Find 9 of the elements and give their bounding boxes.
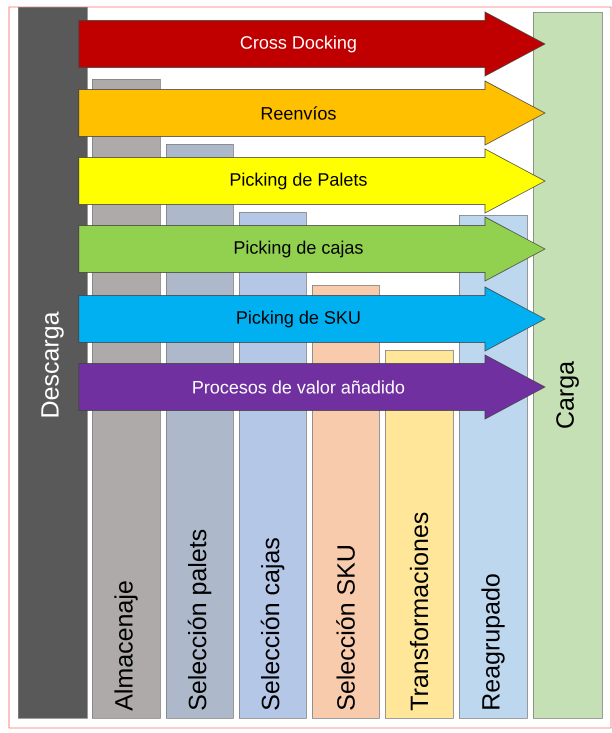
column-box: Carga: [533, 12, 603, 719]
block-arrow: [78, 11, 546, 77]
block-arrow: [78, 80, 546, 146]
block-arrow: [78, 148, 546, 214]
edge-label: Cross Docking: [238, 34, 358, 54]
column-box: Descarga: [18, 7, 88, 719]
block-arrow: [78, 286, 546, 352]
block-arrow: [78, 216, 546, 282]
edge-label: Reenvíos: [259, 105, 338, 121]
